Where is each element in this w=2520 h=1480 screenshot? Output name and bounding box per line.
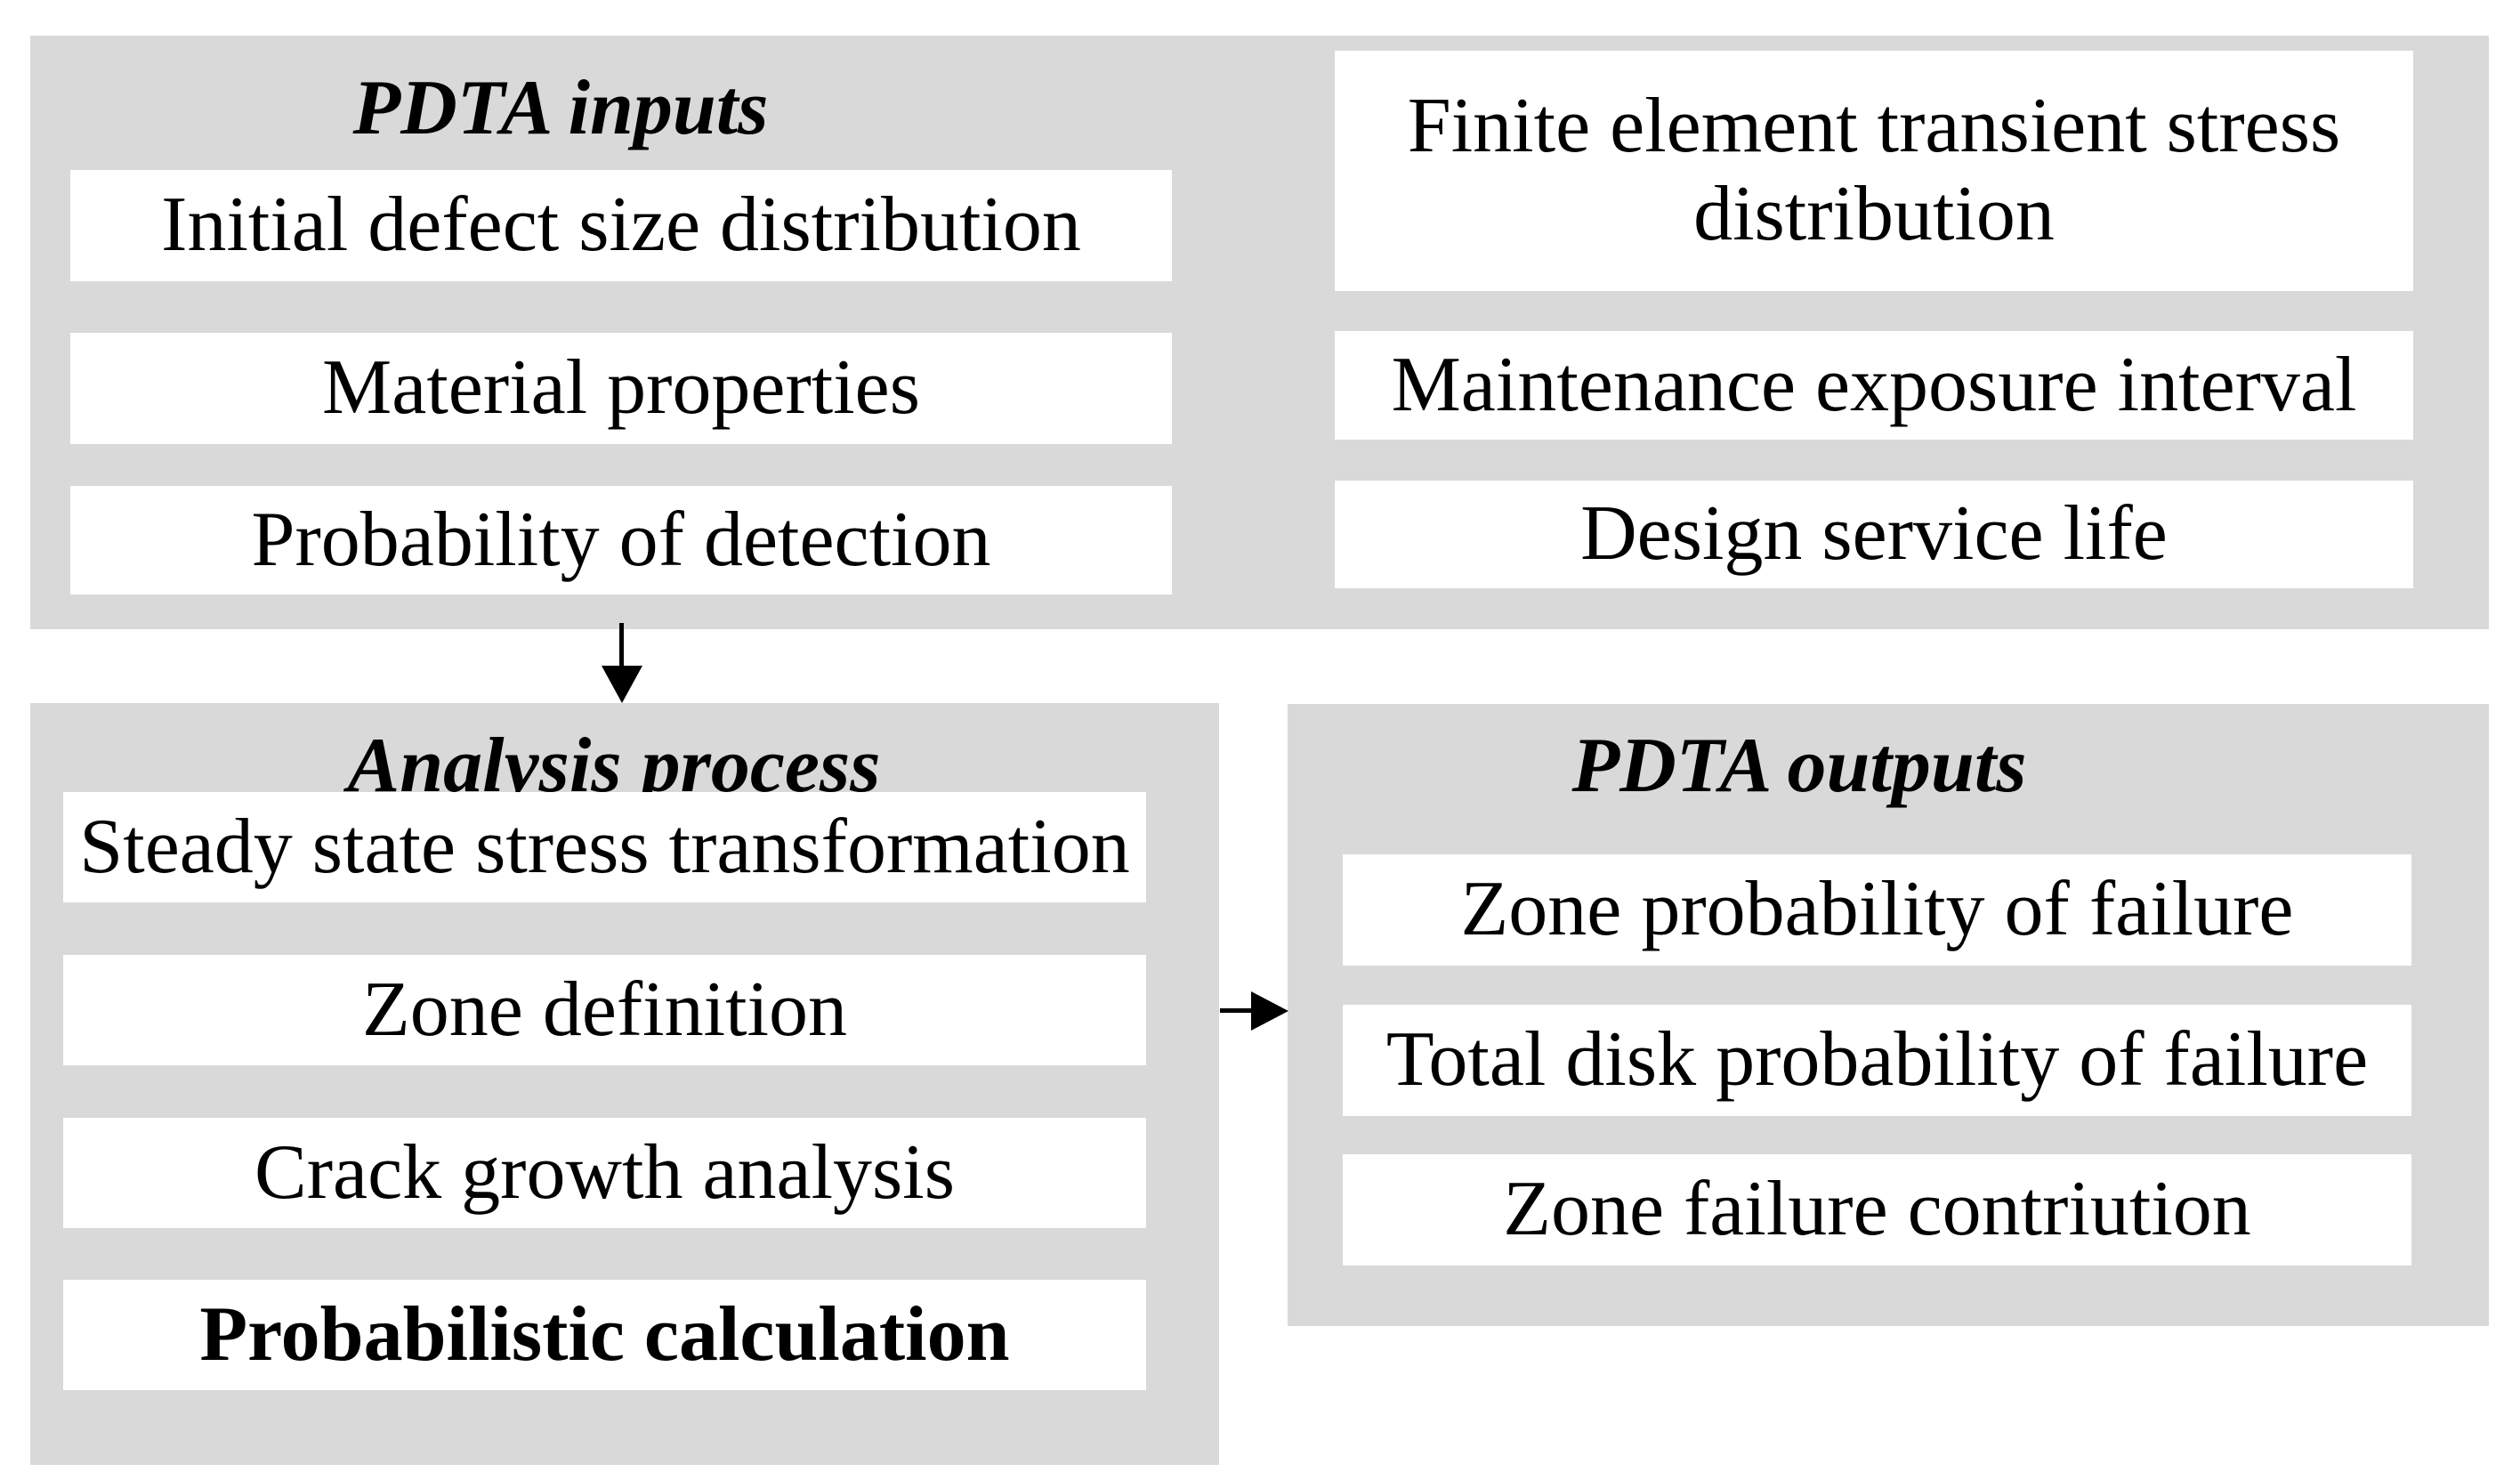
down-arrow-icon [619, 623, 624, 667]
output-box-zone-probability-of-failure: Zone probability of failure [1343, 854, 2411, 966]
process-box-crack-growth-analysis: Crack growth analysis [63, 1118, 1146, 1228]
input-box-maintenance-exposure-interval: Maintenance exposure interval [1335, 331, 2413, 440]
input-box-probability-of-detection: Probability of detection [70, 486, 1172, 594]
process-box-steady-state-stress-transformation: Steady state stress transformation [63, 792, 1146, 902]
process-box-zone-definition: Zone definition [63, 955, 1146, 1065]
input-box-finite-element-transient-stress-distribution: Finite element transient stress distribu… [1335, 51, 2413, 291]
analysis-process-title: Analysis process [347, 723, 881, 809]
right-arrow-head-icon [1251, 991, 1288, 1031]
right-arrow-icon [1220, 1008, 1254, 1013]
input-box-design-service-life: Design service life [1335, 481, 2413, 588]
down-arrow-head-icon [602, 666, 642, 703]
output-box-total-disk-probability-of-failure: Total disk probability of failure [1343, 1005, 2411, 1116]
input-box-material-properties: Material properties [70, 333, 1172, 444]
input-box-initial-defect-size-distribution: Initial defect size distribution [70, 170, 1172, 281]
process-box-probabilistic-calculation: Probabilistic calculation [63, 1280, 1146, 1390]
pdta-inputs-title: PDTA inputs [352, 65, 769, 151]
output-box-zone-failure-contribution: Zone failure contriution [1343, 1154, 2411, 1266]
pdta-outputs-title: PDTA outputs [1571, 723, 2027, 809]
